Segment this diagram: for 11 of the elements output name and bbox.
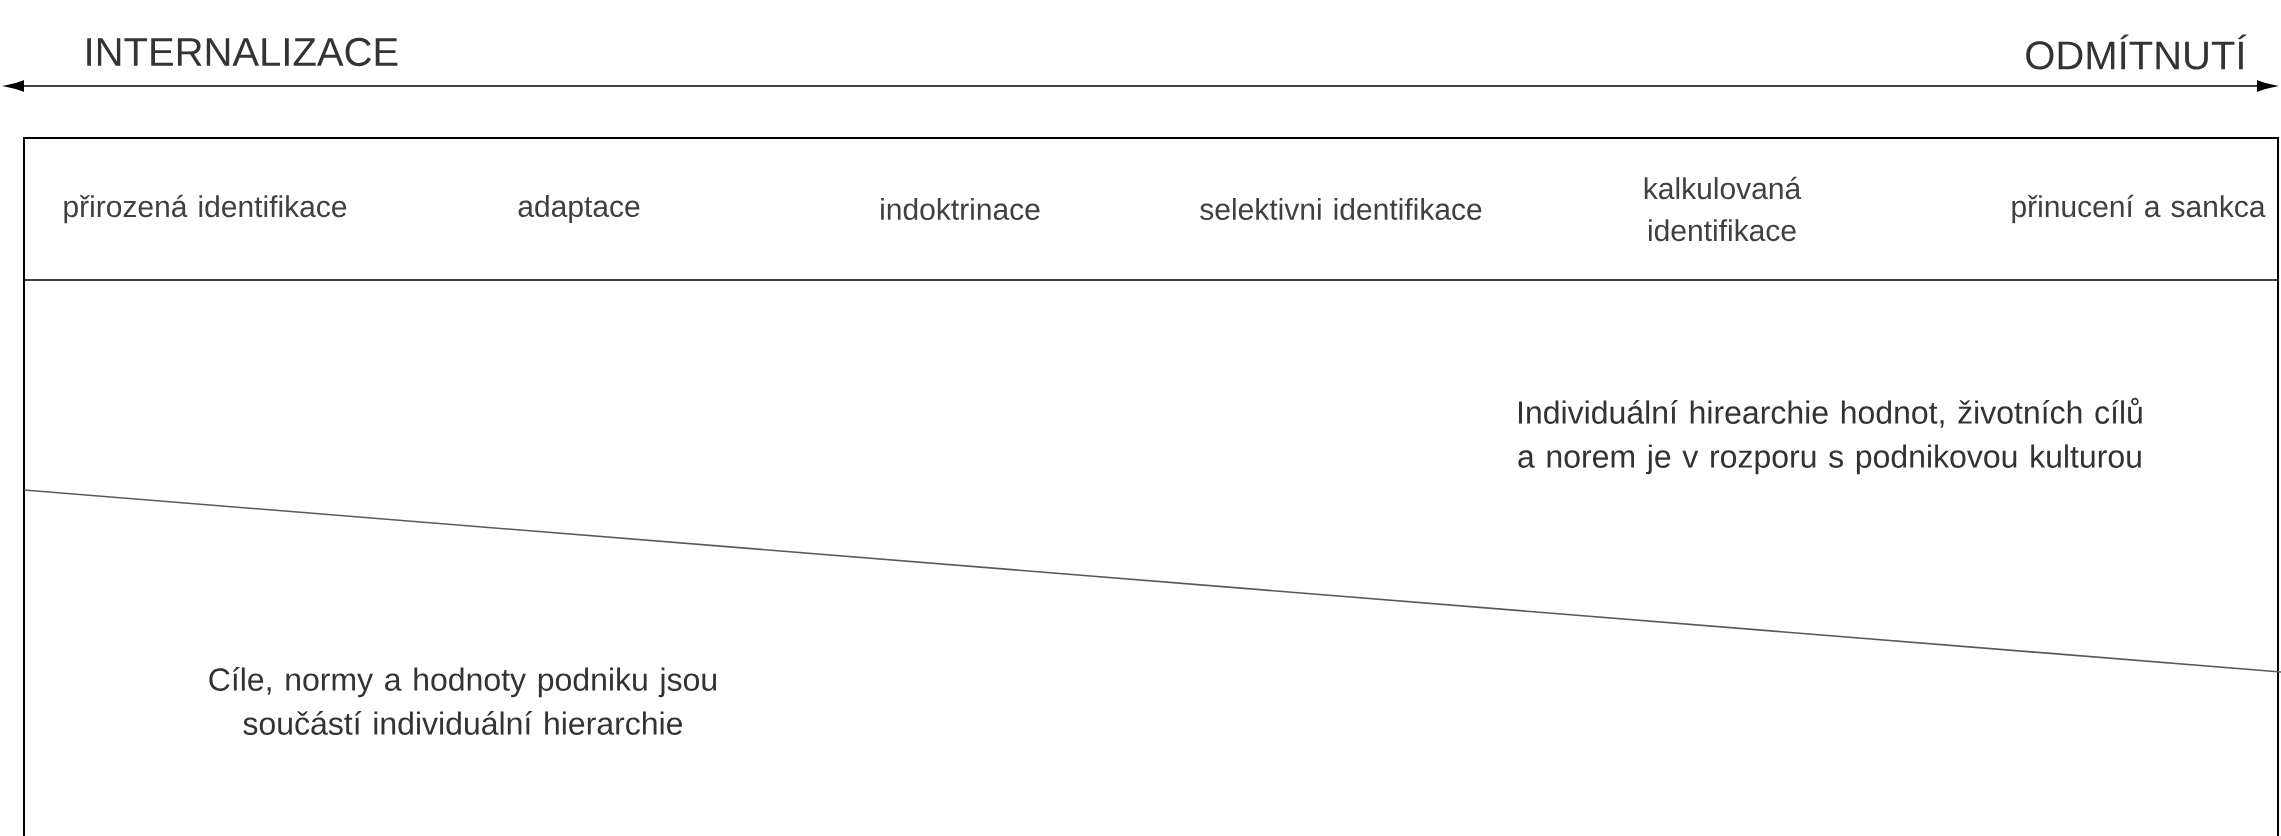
column-heading: přirozená identifikace xyxy=(64,194,347,224)
scale-end-label: ODMÍTNUTÍ xyxy=(2026,34,2247,70)
scale-end-label: INTERNALIZACE xyxy=(87,37,398,67)
column-heading: indoktrinace xyxy=(881,198,1040,220)
header-band xyxy=(23,137,2279,281)
column-heading: adaptace xyxy=(518,195,640,223)
column-heading: selektivni identifikace xyxy=(1200,198,1482,220)
column-heading: přinucení a sankca xyxy=(2012,194,2266,224)
column-heading: kalkulovaná identifikace xyxy=(1644,176,1802,242)
region-text: Cíle, normy a hodnoty podniku jsou součástí individuální hierarchie xyxy=(209,667,717,735)
region-text: Individuální hirearchie hodnot, životních cílů a norem je v rozporu s podnikovou kulturou xyxy=(1518,397,2142,475)
